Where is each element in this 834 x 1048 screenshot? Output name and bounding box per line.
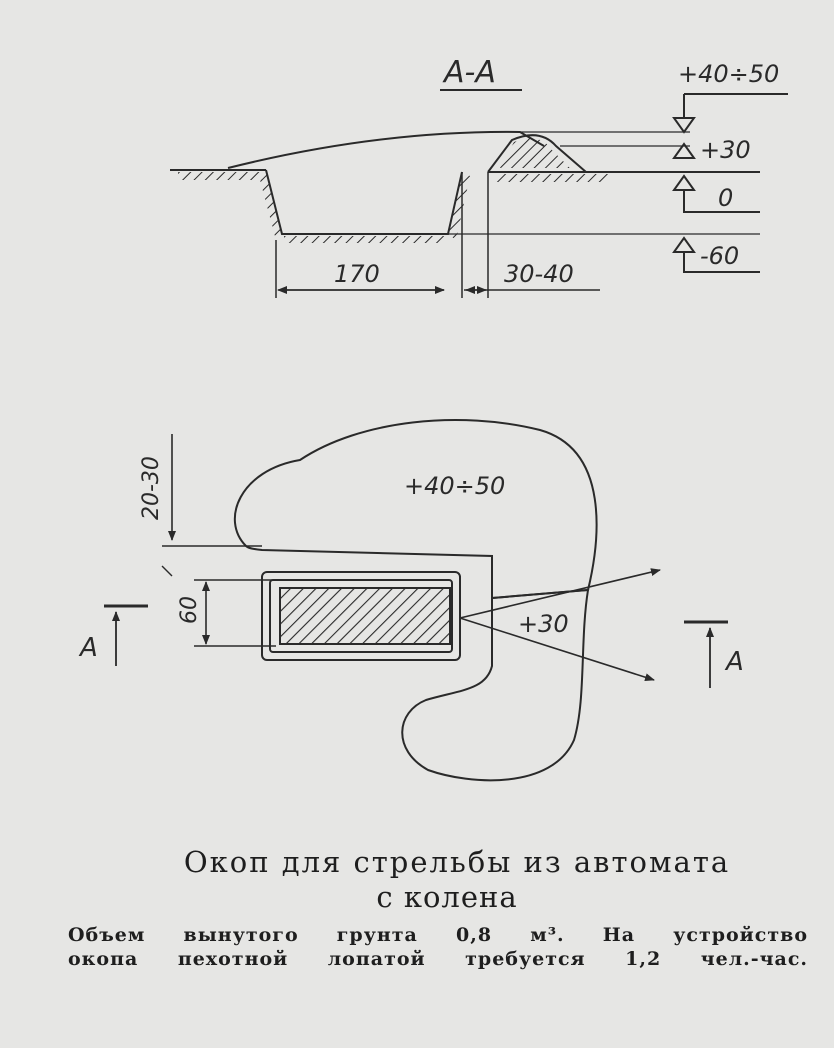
fire-sector-left-arrow <box>459 568 661 619</box>
section-view: А-А +40÷50 +30 0 -60 <box>170 55 788 298</box>
dim-label-170: 170 <box>334 260 380 288</box>
dim-20-30-label: 20-30 <box>139 456 164 520</box>
trench-floor <box>279 587 451 645</box>
trench-outer <box>261 571 461 661</box>
parapet-mound <box>487 134 587 173</box>
ground-hatch-right <box>496 174 610 182</box>
parapet-outline-lower <box>401 588 590 782</box>
level-marker-40-50 <box>672 94 696 134</box>
sector-level-label: +30 <box>518 610 569 638</box>
dim-tick <box>161 565 173 577</box>
trench-inner <box>269 579 453 653</box>
cut-mark-left-label: А <box>78 633 98 663</box>
dim-60-label: 60 <box>177 596 202 624</box>
level-label-zero: 0 <box>718 184 733 212</box>
parapet-level-label: +40÷50 <box>404 472 505 500</box>
caption-note-line-2: окопа пехотной лопатой требуется 1,2 чел… <box>68 948 808 970</box>
fire-sector-right-arrow <box>459 617 655 682</box>
trench-wall-right <box>448 172 470 240</box>
ground-hatch-left <box>178 172 262 180</box>
caption-subtitle: с колена <box>376 880 518 914</box>
trench-outline <box>265 169 463 235</box>
caption-title: Окоп для стрельбы из автомата <box>183 845 731 879</box>
level-label-40-50: +40÷50 <box>678 60 779 88</box>
trench-bottom-hatch <box>284 236 446 243</box>
section-title: А-А <box>442 55 496 90</box>
caption-note-line-1: Объем вынутого грунта 0,8 м³. На устройс… <box>68 924 808 946</box>
parapet-mound-hatch <box>500 138 570 168</box>
level-label-plus30: +30 <box>700 136 751 164</box>
cut-mark-right-label: А <box>724 647 744 677</box>
level-marker-zero <box>672 174 760 213</box>
plan-view: +40÷50 +30 20-30 60 А А <box>78 419 744 782</box>
parapet-outline <box>233 419 598 600</box>
level-label-minus60: -60 <box>700 242 739 270</box>
dim-label-berm: 30-40 <box>504 260 574 288</box>
level-marker-minus60 <box>672 236 760 273</box>
trench-wall-left <box>260 172 282 240</box>
parapet-left <box>227 130 545 169</box>
level-marker-plus30 <box>672 142 696 159</box>
